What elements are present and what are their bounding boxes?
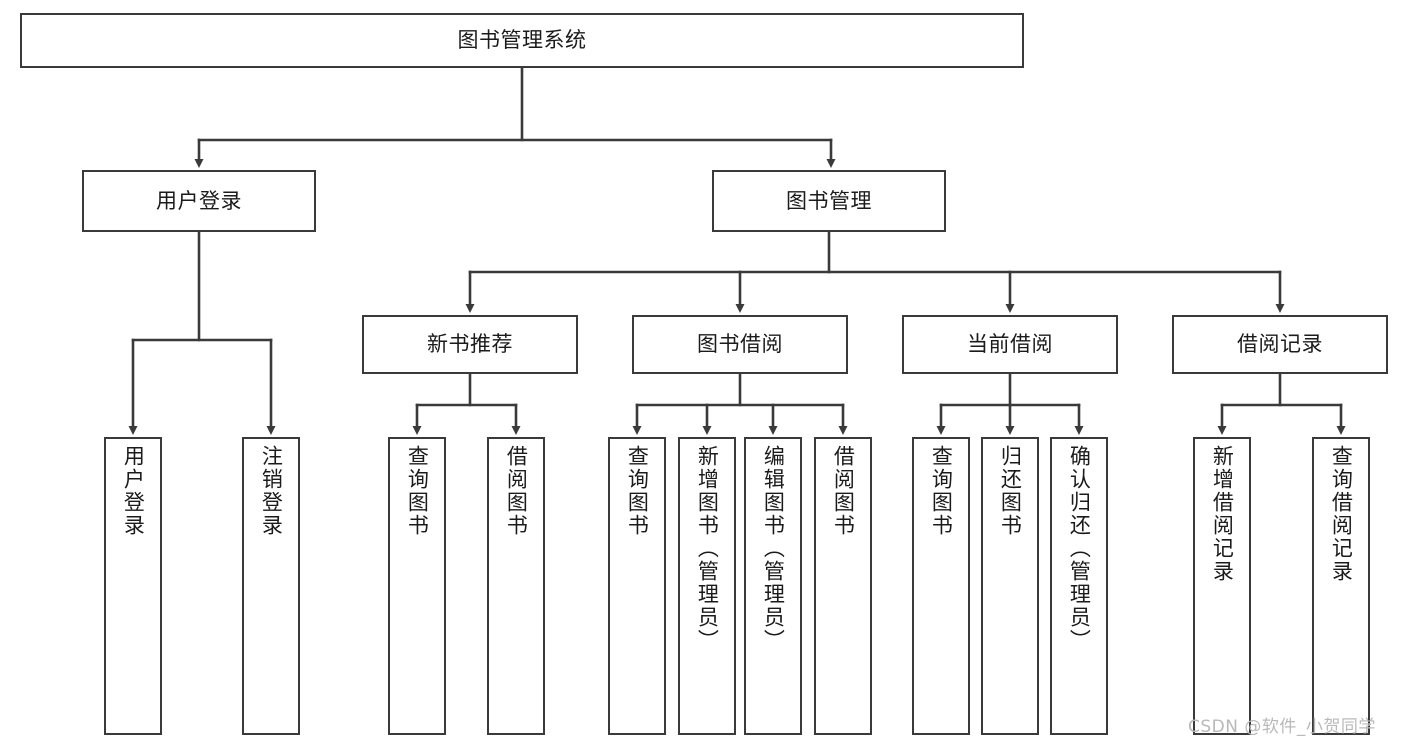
node-borrow-record-label: 借阅记录: [1237, 332, 1323, 357]
node-leaf-user-login-label: 用户登录: [121, 445, 146, 537]
node-leaf-borrow-book-2[interactable]: 借阅图书: [814, 437, 872, 735]
node-leaf-add-book-label: 新增图书（管理员）: [695, 445, 720, 652]
node-leaf-borrow-book-1-label: 借阅图书: [504, 445, 529, 537]
node-leaf-query-book-1-label: 查询图书: [405, 445, 430, 537]
node-leaf-query-book-2-label: 查询图书: [625, 445, 650, 537]
node-borrow-record[interactable]: 借阅记录: [1172, 315, 1388, 374]
node-leaf-query-book-3[interactable]: 查询图书: [912, 437, 970, 735]
node-leaf-return-book[interactable]: 归还图书: [981, 437, 1039, 735]
node-leaf-confirm-return-label: 确认归还（管理员）: [1067, 445, 1092, 652]
node-leaf-query-record[interactable]: 查询借阅记录: [1312, 437, 1370, 735]
node-leaf-return-book-label: 归还图书: [998, 445, 1023, 537]
node-leaf-borrow-book-1[interactable]: 借阅图书: [487, 437, 545, 735]
node-user-login[interactable]: 用户登录: [82, 170, 316, 232]
node-leaf-borrow-book-2-label: 借阅图书: [831, 445, 856, 537]
node-leaf-query-record-label: 查询借阅记录: [1329, 445, 1354, 583]
node-new-book-rec-label: 新书推荐: [427, 332, 513, 357]
node-current-borrow-label: 当前借阅: [967, 332, 1053, 357]
node-user-login-label: 用户登录: [156, 188, 242, 213]
watermark-text: CSDN @软件_小贺同学: [1188, 717, 1376, 737]
node-leaf-query-book-3-label: 查询图书: [929, 445, 954, 537]
node-leaf-logout-label: 注销登录: [259, 445, 284, 537]
node-leaf-logout[interactable]: 注销登录: [242, 437, 300, 735]
node-leaf-edit-book[interactable]: 编辑图书（管理员）: [744, 437, 802, 735]
node-leaf-add-book[interactable]: 新增图书（管理员）: [678, 437, 736, 735]
node-current-borrow[interactable]: 当前借阅: [902, 315, 1118, 374]
node-leaf-user-login[interactable]: 用户登录: [104, 437, 162, 735]
node-leaf-query-book-1[interactable]: 查询图书: [388, 437, 446, 735]
node-leaf-edit-book-label: 编辑图书（管理员）: [761, 445, 786, 652]
node-leaf-confirm-return[interactable]: 确认归还（管理员）: [1050, 437, 1108, 735]
node-book-borrow-label: 图书借阅: [697, 332, 783, 357]
node-book-manage-label: 图书管理: [786, 188, 872, 213]
node-root[interactable]: 图书管理系统: [20, 13, 1024, 68]
node-root-label: 图书管理系统: [457, 28, 587, 53]
node-book-manage[interactable]: 图书管理: [712, 170, 946, 232]
node-leaf-add-record-label: 新增借阅记录: [1210, 445, 1235, 583]
node-leaf-add-record[interactable]: 新增借阅记录: [1193, 437, 1251, 735]
node-book-borrow[interactable]: 图书借阅: [632, 315, 848, 374]
node-leaf-query-book-2[interactable]: 查询图书: [608, 437, 666, 735]
node-new-book-rec[interactable]: 新书推荐: [362, 315, 578, 374]
